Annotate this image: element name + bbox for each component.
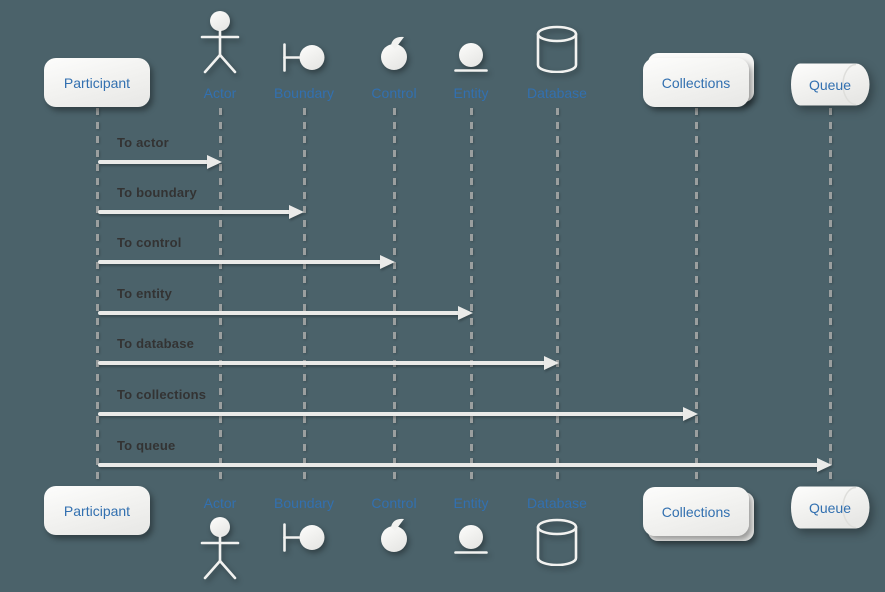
participant-label: Control [371, 495, 417, 511]
participant-label: Control [371, 85, 417, 101]
participant-label: Queue [808, 76, 852, 93]
participant-label: Entity [453, 495, 489, 511]
lifeline-collections [695, 108, 698, 485]
message-arrowhead-icon [380, 255, 395, 269]
entity-icon [454, 525, 488, 554]
lifeline-box [96, 108, 99, 485]
lifeline-control [393, 108, 396, 485]
participant-label: Actor [203, 495, 237, 511]
boundary-icon [282, 523, 324, 552]
participant-label: Boundary [274, 85, 334, 101]
message-label: To control [117, 235, 182, 250]
database-icon [536, 518, 578, 566]
message-label: To entity [117, 286, 172, 301]
message-arrow-line [98, 412, 685, 416]
participant-label: Actor [203, 85, 237, 101]
message-label: To actor [117, 135, 169, 150]
message-label: To database [117, 336, 195, 351]
lifeline-boundary [303, 108, 306, 485]
participant-label: Database [527, 85, 587, 101]
actor-icon [200, 517, 240, 580]
participant-label: Entity [453, 85, 489, 101]
participant-label: Boundary [274, 495, 334, 511]
queue-cylinder-icon [791, 486, 870, 529]
message-arrowhead-icon [207, 155, 222, 169]
entity-icon [454, 43, 488, 72]
message-arrowhead-icon [458, 306, 473, 320]
participant-label: Participant [63, 74, 131, 91]
control-icon [381, 518, 407, 552]
message-arrowhead-icon [544, 356, 559, 370]
participant-label: Queue [808, 499, 852, 516]
database-icon [536, 25, 578, 73]
message-arrowhead-icon [683, 407, 698, 421]
lifeline-queue [829, 108, 832, 485]
message-arrow-line [98, 463, 819, 467]
participant-label: Participant [63, 502, 131, 519]
message-label: To boundary [117, 185, 197, 200]
message-arrow-line [98, 160, 209, 164]
collections-box-top: Collections [643, 58, 749, 107]
message-arrow-line [98, 311, 460, 315]
message-arrowhead-icon [289, 205, 304, 219]
collections-box-bottom: Collections [643, 487, 749, 536]
boundary-icon [282, 43, 324, 72]
control-icon [381, 36, 407, 70]
queue-shape-top: Queue [788, 62, 872, 107]
lifeline-actor [219, 108, 222, 485]
participant-label: Database [527, 495, 587, 511]
message-label: To collections [117, 387, 207, 402]
lifeline-database [556, 108, 559, 485]
queue-cylinder-icon [791, 63, 870, 106]
message-label: To queue [117, 438, 176, 453]
participant-box-bottom: Participant [44, 486, 150, 535]
message-arrowhead-icon [817, 458, 832, 472]
message-arrow-line [98, 361, 546, 365]
message-arrow-line [98, 260, 382, 264]
queue-shape-bottom: Queue [788, 485, 872, 530]
actor-icon [200, 11, 240, 74]
participant-label: Collections [661, 74, 731, 91]
participant-box-top: Participant [44, 58, 150, 107]
message-arrow-line [98, 210, 291, 214]
participant-label: Collections [661, 503, 731, 520]
lifeline-entity [470, 108, 473, 485]
